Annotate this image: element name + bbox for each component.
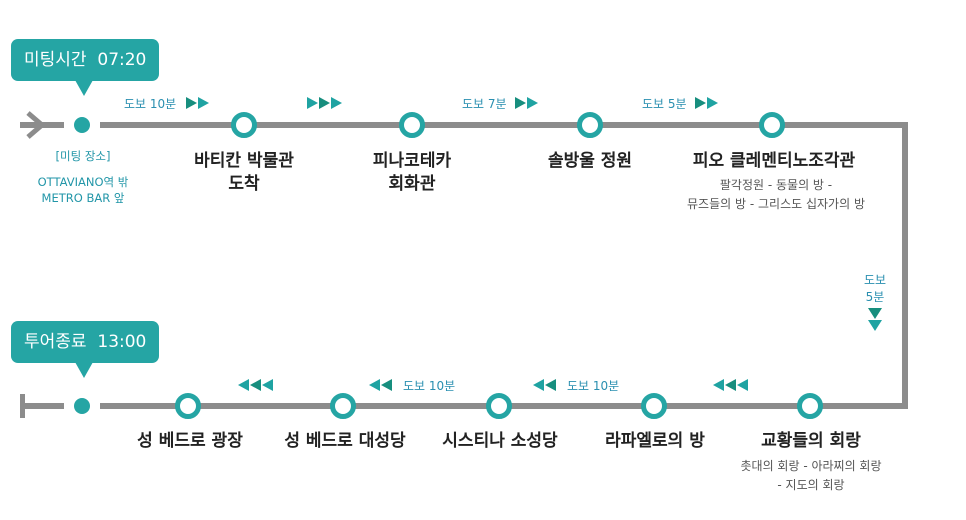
- meeting-point-line2: METRO BAR 앞: [41, 191, 125, 205]
- walk-time: 도보 7분: [462, 97, 507, 111]
- stop-marker: [330, 393, 356, 419]
- end-bar-icon: [20, 394, 25, 418]
- forward-arrows-icon: [515, 97, 538, 109]
- forward-arrows-icon: [307, 97, 342, 109]
- walk-time-right: 도보 5분: [858, 272, 892, 332]
- stop-marker: [399, 112, 425, 138]
- meeting-time-label: 미팅시간: [24, 50, 87, 70]
- meeting-time-callout: 미팅시간 07:20: [11, 39, 160, 96]
- stop-pio-clementino-details: 팔각정원 - 동물의 방 - 뮤즈들의 방 - 그리스도 십자가의 방: [687, 178, 865, 211]
- backward-arrows-icon: [713, 379, 748, 391]
- meeting-time-value: 07:20: [97, 50, 147, 70]
- tour-end-callout: 투어종료 13:00: [11, 321, 160, 378]
- stop-sistine-chapel: 시스티나 소성당: [442, 431, 558, 451]
- backward-arrows-icon: [533, 379, 556, 391]
- stop-pio-clementino: 피오 클레멘티노조각관: [692, 151, 856, 171]
- backward-arrows-icon: [238, 379, 273, 391]
- tour-end-label: 투어종료: [24, 332, 87, 352]
- stop-papal-galleries: 교황들의 회랑: [761, 431, 861, 451]
- stop-vatican-museum: 바티칸 박물관 도착: [194, 151, 294, 194]
- tour-end-dot: [74, 398, 90, 414]
- walk-time: 도보 10분: [567, 379, 620, 393]
- stop-marker: [486, 393, 512, 419]
- down-arrows-icon: [858, 308, 892, 331]
- stop-marker: [231, 112, 257, 138]
- stop-st-peters-basilica: 성 베드로 대성당: [284, 431, 406, 451]
- stop-marker: [175, 393, 201, 419]
- stop-st-peters-square: 성 베드로 광장: [137, 431, 243, 451]
- stop-pinecone-courtyard: 솔방울 정원: [547, 151, 633, 171]
- stop-papal-galleries-details: 촛대의 회랑 - 아라찌의 회랑 - 지도의 회랑: [740, 459, 882, 492]
- forward-arrows-icon: [695, 97, 718, 109]
- forward-arrows-icon: [186, 97, 209, 109]
- route-line-top: [20, 122, 908, 128]
- walk-time: 도보 10분: [403, 379, 456, 393]
- meeting-point-line1: OTTAVIANO역 밖: [37, 175, 129, 189]
- start-arrow-icon: [26, 111, 46, 139]
- stop-marker: [797, 393, 823, 419]
- tour-end-value: 13:00: [97, 332, 147, 352]
- walk-time: 도보 10분: [124, 97, 177, 111]
- meeting-point-title: [미팅 장소]: [55, 149, 111, 163]
- route-line-bottom: [20, 403, 908, 409]
- stop-pinacoteca: 피나코테카 회화관: [372, 151, 452, 194]
- stop-marker: [759, 112, 785, 138]
- stop-marker: [577, 112, 603, 138]
- stop-raphael-rooms: 라파엘로의 방: [605, 431, 705, 451]
- backward-arrows-icon: [369, 379, 392, 391]
- walk-time: 도보 5분: [642, 97, 687, 111]
- route-line-right: [902, 122, 908, 409]
- stop-marker: [641, 393, 667, 419]
- meeting-point-dot: [74, 117, 90, 133]
